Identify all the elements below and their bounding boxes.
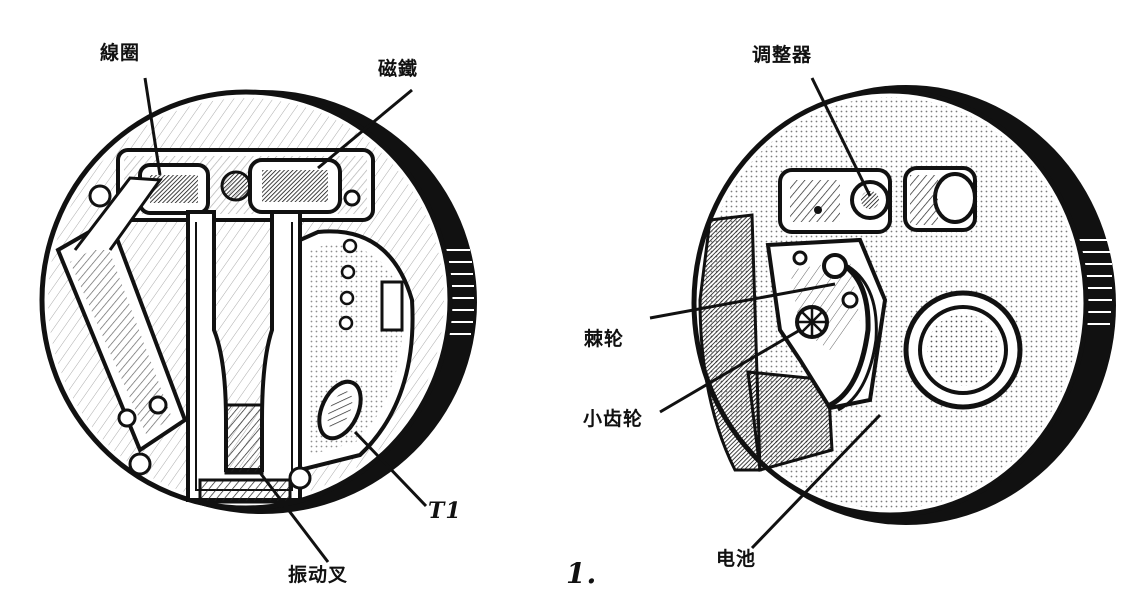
ratchet-wheel [822, 253, 859, 309]
label-vibrating-reed: 振动叉 [288, 564, 349, 586]
battery-leader [750, 413, 882, 550]
label-coil: 線圈 [100, 42, 141, 64]
label-small-gear: 小齿轮 [583, 408, 644, 430]
magnet-leader [317, 88, 413, 170]
regulator [778, 168, 892, 234]
coil-leader [143, 77, 162, 176]
label-magnet: 磁鐵 [378, 58, 419, 80]
bridge-screw [343, 189, 361, 207]
label-transistor: T1 [428, 498, 462, 524]
lower-dark-block [746, 370, 834, 472]
left-leader-lines [143, 77, 428, 563]
magnet [248, 158, 342, 214]
right-leader-lines [649, 77, 882, 550]
label-battery: 电池 [716, 548, 757, 570]
label-regulator: 调整器 [752, 44, 813, 66]
figure-number: 1. [566, 557, 598, 590]
regulator-cap [903, 166, 977, 232]
t1-leader [353, 430, 428, 508]
transistor [317, 379, 363, 441]
small-gear [795, 305, 829, 339]
tuning-fork [186, 210, 302, 504]
right-watch-view [691, 85, 1116, 525]
coil [138, 163, 210, 215]
left-lever [55, 176, 188, 476]
left-dark-block [698, 213, 762, 472]
regulator-leader [810, 77, 872, 197]
battery [903, 290, 1023, 410]
ratchet-leader [649, 282, 836, 320]
reed-leader [256, 469, 330, 563]
label-ratchet-wheel: 棘轮 [584, 328, 625, 350]
left-watch-view [39, 89, 477, 514]
small-gear-leader [659, 328, 801, 414]
